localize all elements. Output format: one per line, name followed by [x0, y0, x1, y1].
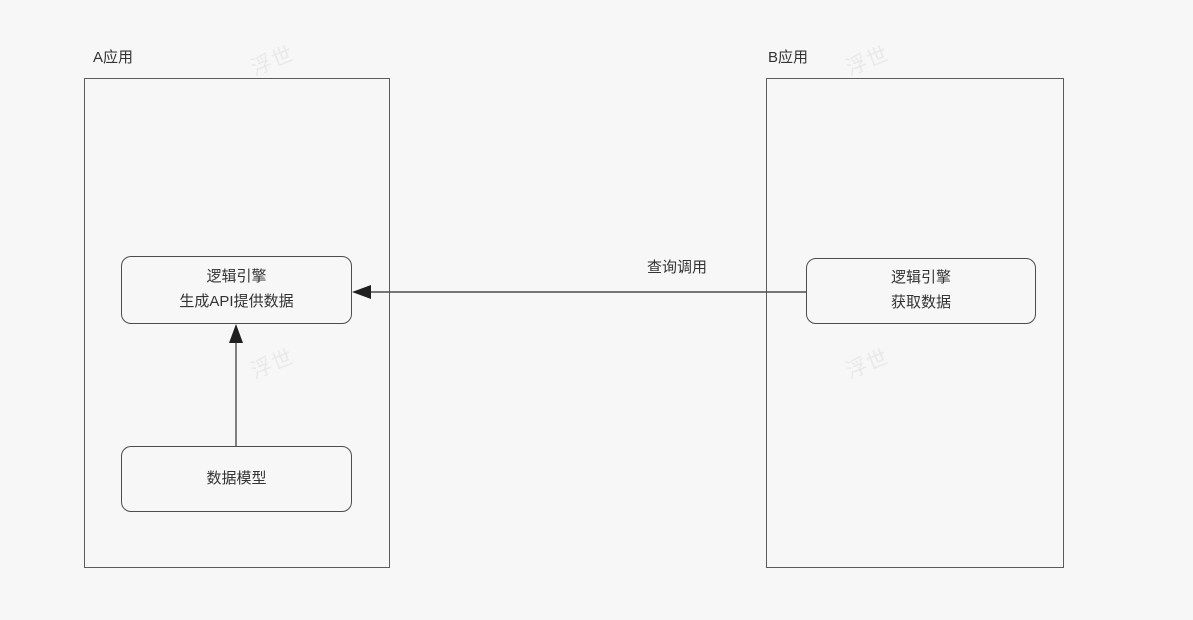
node-logic-engine-a-line2: 生成API提供数据	[179, 293, 294, 310]
node-logic-engine-a[interactable]: 逻辑引擎 生成API提供数据	[121, 256, 352, 324]
node-logic-engine-b-line2: 获取数据	[890, 294, 951, 311]
node-logic-engine-b-line1: 逻辑引擎	[890, 269, 951, 287]
watermark: 浮世	[247, 41, 298, 81]
node-data-model[interactable]: 数据模型	[121, 446, 352, 512]
watermark: 浮世	[842, 41, 893, 81]
node-logic-engine-a-line1: 逻辑引擎	[206, 268, 267, 286]
container-label-b: B应用	[768, 49, 809, 66]
container-boundary-b[interactable]	[766, 78, 1064, 568]
edge-label-query-call: 查询调用	[643, 256, 712, 277]
container-label-a: A应用	[93, 49, 134, 66]
container-boundary-a[interactable]	[84, 78, 390, 568]
node-logic-engine-b[interactable]: 逻辑引擎 获取数据	[806, 258, 1036, 324]
node-data-model-line1: 数据模型	[206, 469, 267, 487]
